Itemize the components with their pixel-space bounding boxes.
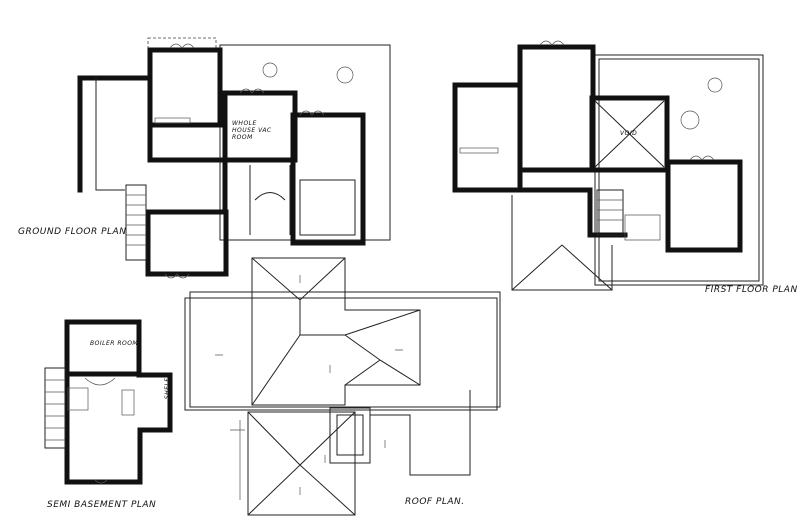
vac-room-label: WHOLE HOUSE VAC ROOM [232,120,272,141]
ground-floor-title: GROUND FLOOR PLAN [18,227,127,237]
boiler-room-label: BOILER ROOM [90,340,139,347]
bedroom-wall [147,47,223,128]
first-floor-title: FIRST FLOOR PLAN [705,285,798,295]
shelf-label: SHELF [164,377,172,400]
roof-plan-title: ROOF PLAN. [405,497,465,507]
semi-basement-title: SEMI BASEMENT PLAN [47,500,157,510]
lower-bedroom-wall [145,209,229,277]
terrace-outline [219,44,391,241]
ground-floor-plan [77,37,391,279]
boiler-room-wall [64,319,142,377]
void-label: VOID [620,130,638,137]
stair [596,189,624,236]
semi-basement-plan [44,319,173,485]
first-floor-plan [452,40,764,291]
void-wall [589,95,670,173]
stair [125,184,147,261]
roof-plan [184,257,501,516]
living-room-wall [290,112,366,246]
